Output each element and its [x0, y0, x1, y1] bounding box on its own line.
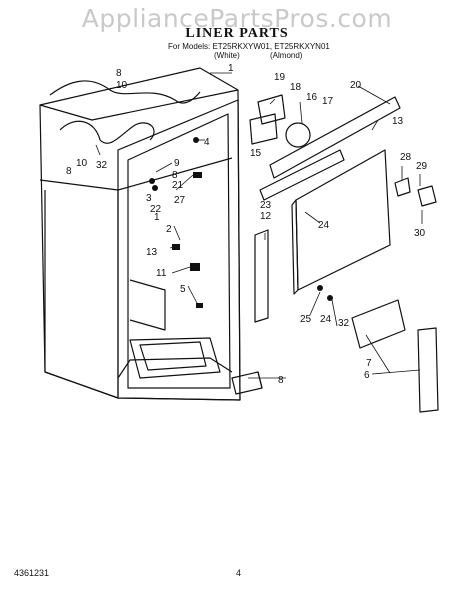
diagram-title: LINER PARTS: [185, 26, 289, 41]
callout-29: 29: [416, 161, 428, 172]
callout-10b: 10: [76, 158, 88, 169]
callout-31: 32: [96, 160, 108, 171]
clip-part-27: [193, 172, 202, 178]
callout-16: 15: [250, 148, 262, 159]
screw-part-12: [149, 178, 155, 184]
callout-3: 3: [146, 193, 152, 204]
bulb-part-15: [172, 244, 180, 250]
fan-motor: [257, 94, 286, 125]
callout-2: 2: [166, 224, 172, 235]
control-part-4: [193, 137, 199, 143]
callout-22: 22: [150, 204, 162, 215]
duct-channel: [259, 149, 345, 201]
liner-bottom-shelf: [129, 337, 221, 379]
callout-28: 28: [400, 152, 412, 163]
drain-trough: [231, 371, 263, 395]
watermark: AppliancePartsPros.com: [81, 4, 393, 33]
bracket-part-11: [190, 263, 200, 271]
callout-6: 6: [364, 370, 370, 381]
fan-blade: [285, 122, 311, 148]
callout-8: 8: [278, 375, 284, 386]
callout-20: 21: [172, 180, 184, 191]
evaporator-cover: [295, 149, 391, 291]
air-duct-strip: [269, 96, 401, 179]
callout-25a: 24: [318, 220, 330, 231]
page-number: 4: [236, 568, 242, 578]
diagram-code: 4361231: [14, 568, 50, 578]
callout-1b: 1: [154, 212, 160, 223]
wire-harness-top: [49, 80, 201, 104]
callout-15a: 13: [146, 247, 158, 258]
callout-21: 19: [274, 72, 286, 83]
color-white-label: (White): [214, 51, 240, 60]
wire-harness-side: [59, 120, 155, 144]
liner-outline: [39, 67, 241, 401]
screw-part-32: [327, 295, 333, 301]
callout-7: 7: [366, 358, 372, 369]
shelf-track: [254, 229, 269, 323]
vertical-partition: [417, 327, 439, 413]
liner-inner-frame: [127, 113, 231, 389]
callout-12b: 8: [66, 166, 72, 177]
callout-9: 9: [174, 158, 180, 169]
liner-left-pocket: [129, 279, 166, 331]
callout-18: 17: [322, 96, 334, 107]
models-line: For Models: ET25RKXYW01, ET25RKXYN01: [168, 42, 330, 51]
callout-10a: 10: [116, 80, 128, 91]
callout-24: 23: [260, 200, 272, 211]
callout-32: 32: [338, 318, 350, 329]
callout-23: 20: [350, 80, 362, 91]
callout-15b: 13: [392, 116, 404, 127]
liner-left-side: [44, 190, 119, 399]
fan-bracket: [249, 113, 278, 145]
screw-part-5: [196, 303, 203, 308]
liner-bottom-tray: [139, 341, 207, 371]
screw-part-26: [317, 285, 323, 291]
screw-part-20: [152, 185, 158, 191]
light-socket: [394, 177, 411, 197]
callout-27: 27: [174, 195, 186, 206]
callout-17: 16: [306, 92, 318, 103]
callout-26: 25: [300, 314, 312, 325]
drain-trough-bottom: [257, 371, 263, 389]
liner-top-edge: [39, 89, 239, 121]
color-almond-label: (Almond): [270, 51, 303, 60]
callout-25b: 24: [320, 314, 332, 325]
light-bulb: [417, 185, 437, 207]
callout-4: 4: [204, 137, 210, 148]
callout-30: 30: [414, 228, 426, 239]
callout-12a: 8: [116, 68, 122, 79]
callout-1: 1: [228, 63, 234, 74]
liner-bottom-lip: [117, 357, 233, 379]
callout-11: 11: [156, 268, 167, 279]
evaporator-cover-edge: [291, 199, 299, 295]
crisper-cover-support: [351, 299, 406, 349]
callout-19: 18: [290, 82, 302, 93]
callout-5: 5: [180, 284, 186, 295]
callout-13: 12: [260, 211, 272, 222]
callout-12c: 8: [172, 170, 178, 181]
